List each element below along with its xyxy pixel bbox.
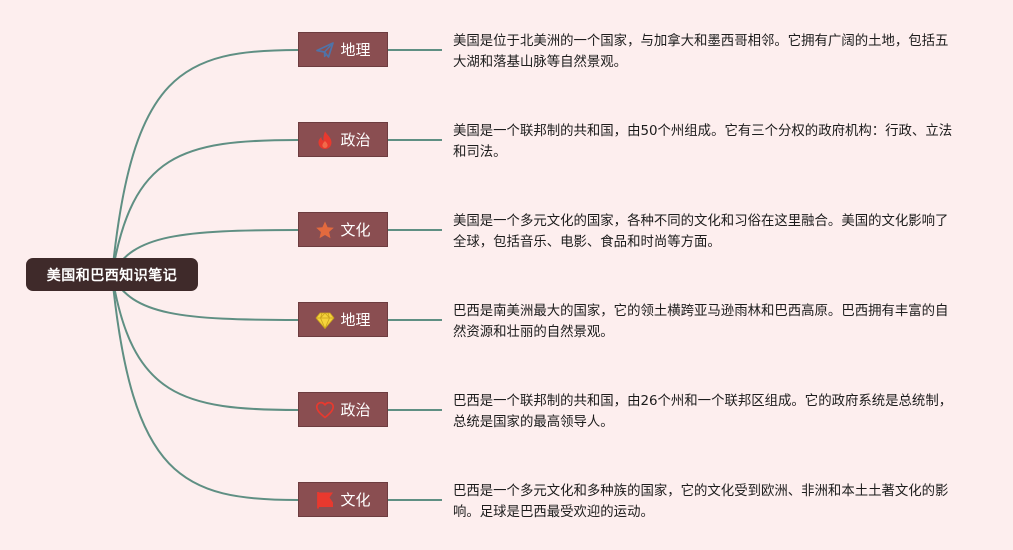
branch-topic-brazil-politics[interactable]: 政治: [298, 392, 388, 427]
heart-icon: [315, 400, 335, 420]
star-icon: [315, 220, 335, 240]
branch-connector: [111, 274, 299, 501]
note-us-geography: 美国是位于北美洲的一个国家，与加拿大和墨西哥相邻。它拥有广阔的土地，包括五大湖和…: [453, 34, 949, 70]
branch-connector: [111, 49, 299, 276]
branch-topic-label: 地理: [340, 41, 371, 59]
branch-topic-brazil-geography[interactable]: 地理: [298, 302, 388, 337]
branch-topic-label: 地理: [340, 311, 371, 329]
flame-icon: [315, 130, 335, 150]
note-brazil-culture: 巴西是一个多元文化和多种族的国家，它的文化受到欧洲、非洲和本土土著文化的影响。足…: [453, 484, 949, 520]
branch-topic-label: 政治: [340, 401, 371, 419]
branch-topic-us-culture[interactable]: 文化: [298, 212, 388, 247]
branch-topic-brazil-culture[interactable]: 文化: [298, 482, 388, 517]
branch-topic-label: 文化: [340, 221, 371, 239]
branch-topic-us-politics[interactable]: 政治: [298, 122, 388, 157]
branch-topic-us-geography[interactable]: 地理: [298, 32, 388, 67]
root-topic-label: 美国和巴西知识笔记: [46, 267, 178, 284]
branch-connector: [111, 274, 299, 411]
note-us-politics: 美国是一个联邦制的共和国，由50个州组成。它有三个分权的政府机构：行政、立法和司…: [453, 124, 953, 160]
note-us-culture: 美国是一个多元文化的国家，各种不同的文化和习俗在这里融合。美国的文化影响了全球，…: [453, 214, 949, 250]
note-brazil-politics: 巴西是一个联邦制的共和国，由26个州和一个联邦区组成。它的政府系统是总统制，总统…: [453, 394, 953, 430]
paper-plane-icon: [315, 40, 335, 60]
flag-icon: [315, 490, 335, 510]
note-brazil-geography: 巴西是南美洲最大的国家，它的领土横跨亚马逊雨林和巴西高原。巴西拥有丰富的自然资源…: [453, 304, 949, 340]
branch-topic-label: 文化: [340, 491, 371, 509]
root-topic[interactable]: 美国和巴西知识笔记: [26, 258, 198, 291]
branch-connector: [111, 139, 299, 276]
branch-topic-label: 政治: [340, 131, 371, 149]
diamond-icon: [315, 310, 335, 330]
